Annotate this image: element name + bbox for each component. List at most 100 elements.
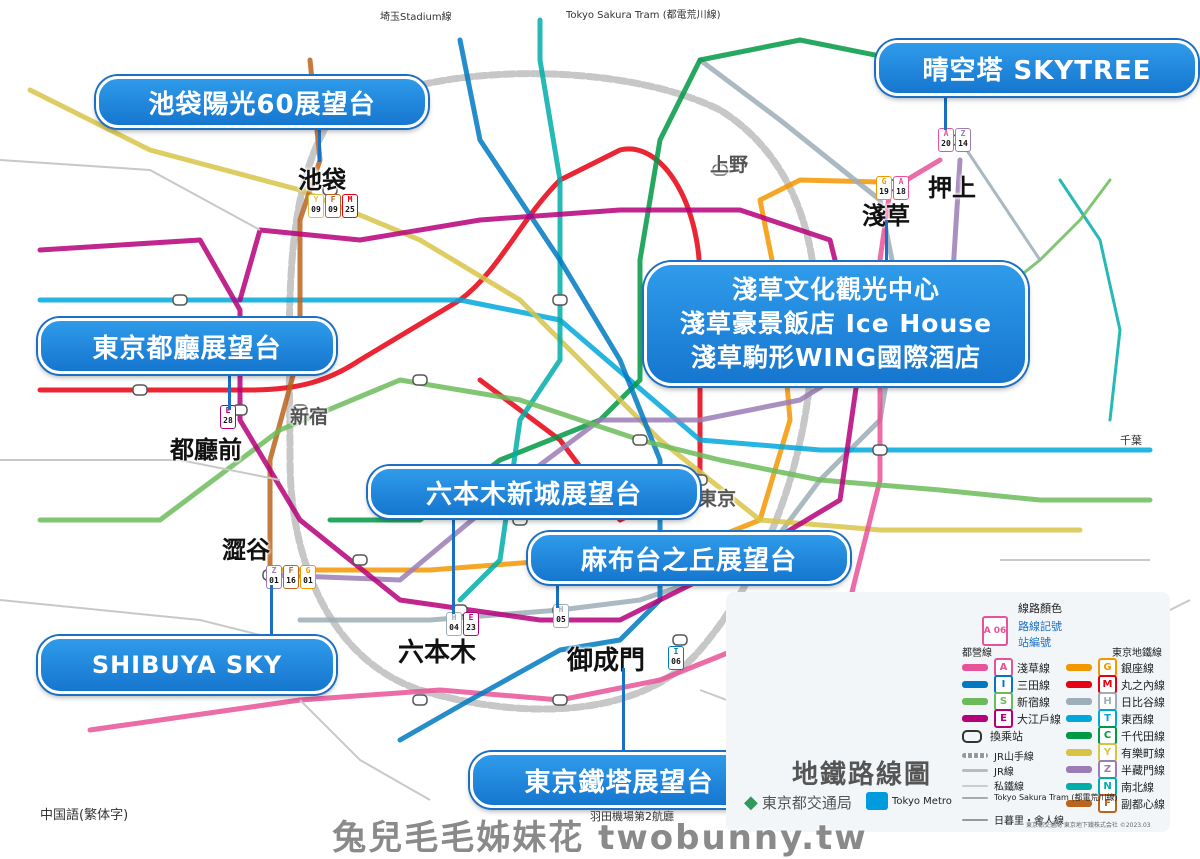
station-node-10: [712, 164, 728, 176]
private-rail-swatch: [962, 784, 988, 787]
station-node-20: [132, 384, 148, 396]
callout-tail-shibuya: [270, 585, 273, 635]
legend-line-color: 線路顏色: [1018, 602, 1062, 615]
rail-line-mita-11: [397, 37, 663, 743]
chiba-label: 千葉: [1120, 434, 1142, 447]
legend-station-number: 站編號: [1018, 636, 1051, 649]
rail-line-namboku-8: [457, 17, 563, 603]
station-label-ueno: 上野: [710, 154, 749, 176]
rail-line-namboku-14: [1058, 178, 1122, 422]
transfer-icon: [962, 729, 982, 743]
legend-other-4: Tokyo Sakura Tram (都電荒川線): [962, 792, 1118, 803]
callout-roppongi[interactable]: 六本木新城展望台: [368, 466, 700, 518]
rail-line-oedo-13: [37, 207, 863, 623]
station-node-13: [632, 434, 648, 446]
private-rail-1: [0, 459, 281, 481]
station-node-12: [552, 294, 568, 306]
station-node-11: [292, 404, 308, 416]
callout-azabudai[interactable]: 麻布台之丘展望台: [528, 532, 850, 584]
callout-tail-azabudai: [556, 572, 559, 608]
copyright-label: 東京都交通局 東京地下鐵株式会社 ©2023.03: [1026, 822, 1151, 829]
legend-transfer-label: 換乘站: [990, 730, 1023, 743]
callout-tail-asakusa: [885, 220, 888, 264]
legend-metro-header: 東京地鐵線: [1112, 648, 1162, 659]
legend-transfer: 換乘站: [962, 728, 1023, 744]
language-label[interactable]: 中国語(繁体字): [40, 808, 129, 823]
station-label-tokyo: 東京: [698, 488, 737, 510]
station-node-4: [672, 634, 688, 646]
legend-other-2: JR線: [962, 763, 1014, 778]
legend-title: 地鐵路線圖: [792, 760, 933, 790]
callout-tocho[interactable]: 東京都廳展望台: [38, 318, 336, 374]
private-rail-2: [0, 599, 281, 641]
jr-yamanote-swatch: [962, 753, 988, 758]
station-node-19: [172, 294, 188, 306]
callout-tail-ikebukuro: [318, 122, 321, 162]
legend-other-5-label: 日暮里・舍人線: [994, 816, 1064, 827]
legend-other-2-label: JR線: [994, 767, 1014, 778]
private-rail-0: [0, 159, 261, 231]
station-label-onarimon: 御成門: [567, 646, 646, 676]
callout-tail-tower: [622, 668, 625, 756]
tram-label: Tokyo Sakura Tram (都電荒川線): [566, 10, 721, 21]
tram-swatch: [962, 796, 988, 799]
saitama-label: 埼玉Stadium線: [380, 12, 452, 23]
station-node-17: [352, 554, 368, 566]
legend-org-metro: Tokyo Metro: [866, 792, 952, 810]
station-label-shinjuku: 新宿: [290, 406, 329, 428]
rail-line-hibiya-16: [958, 138, 1042, 262]
callout-asakusa-line-2: 淺草豪景飯店 Ice House: [679, 309, 993, 338]
station-label-oshiage: 押上: [928, 174, 976, 202]
callout-tail-tocho: [228, 370, 231, 410]
legend-org-toei-label: 東京都交通局: [761, 794, 852, 812]
legend-toei-header: 都營線: [962, 648, 992, 659]
legend-sample-badge: A 06: [982, 616, 1008, 646]
legend-other-3-label: 私鐵線: [994, 782, 1024, 793]
callout-asakusa[interactable]: 淺草文化觀光中心 淺草豪景飯店 Ice House 淺草駒形WING國際酒店: [644, 262, 1028, 386]
watermark: 兔兒毛毛姊妹花 twobunny.tw: [332, 818, 868, 858]
callout-tower[interactable]: 東京鐵塔展望台: [470, 752, 768, 808]
legend-other-4-label: Tokyo Sakura Tram (都電荒川線): [994, 793, 1118, 802]
station-label-tochomae: 都廳前: [170, 436, 242, 464]
callout-tail-skytree: [944, 90, 947, 130]
callout-ikebukuro[interactable]: 池袋陽光60展望台: [96, 76, 428, 128]
station-node-21: [412, 694, 428, 706]
legend-org-metro-label: Tokyo Metro: [892, 795, 952, 807]
callout-tail-roppongi: [452, 504, 455, 614]
station-node-15: [872, 444, 888, 456]
callout-shibuya[interactable]: SHIBUYA SKY: [38, 636, 336, 694]
legend-other-3: 私鐵線: [962, 778, 1024, 793]
callout-asakusa-line-3: 淺草駒形WING國際酒店: [690, 343, 982, 372]
legend-line-code: 路線記號: [1018, 620, 1062, 633]
rail-line-yurakucho-6: [27, 87, 1083, 533]
callout-skytree[interactable]: 晴空塔 SKYTREE: [876, 40, 1198, 96]
station-label-shibuya: 澀谷: [222, 536, 270, 564]
toei-logo-icon: ◆: [744, 792, 758, 813]
